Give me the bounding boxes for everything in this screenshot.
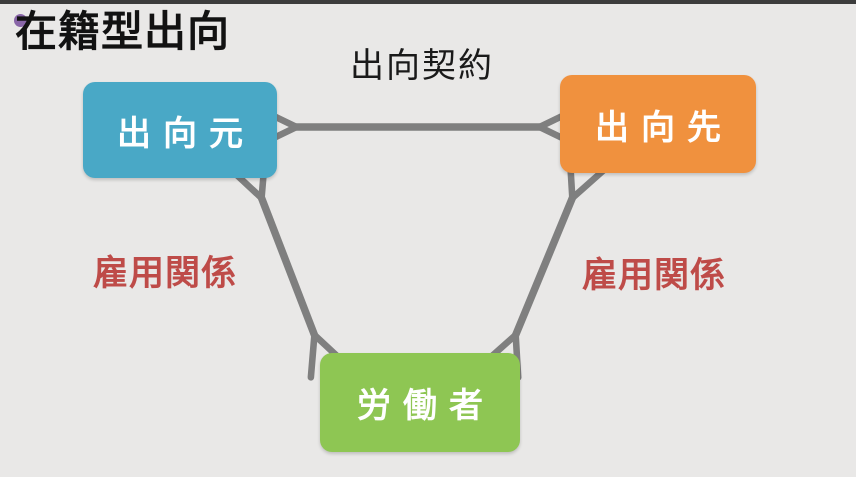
node-worker-label: 労働者 bbox=[357, 387, 495, 425]
employment-right-double-arrow bbox=[480, 152, 608, 381]
employment-right-label: 雇用関係 bbox=[582, 256, 727, 295]
node-origin: 出向元 bbox=[83, 82, 277, 178]
employment-left-double-arrow bbox=[227, 152, 349, 381]
title-bullet-icon bbox=[14, 14, 27, 27]
node-worker: 労働者 bbox=[320, 353, 520, 452]
node-origin-label: 出向元 bbox=[117, 114, 255, 153]
node-destination: 出向先 bbox=[560, 75, 756, 173]
page-title: 在籍型出向 bbox=[15, 8, 231, 55]
top-border-bar bbox=[0, 0, 856, 4]
employment-left-label: 雇用関係 bbox=[93, 254, 238, 293]
node-destination-label: 出向先 bbox=[595, 108, 733, 147]
contract-label: 出向契約 bbox=[350, 47, 494, 85]
